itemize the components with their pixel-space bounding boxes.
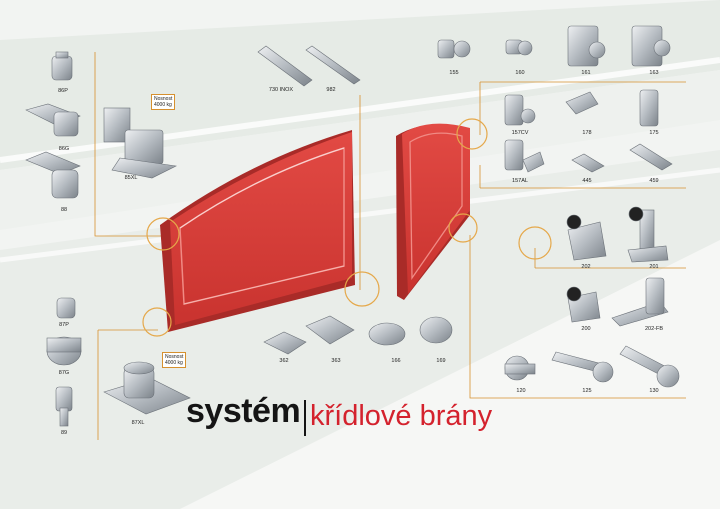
label-85XL: 85XL xyxy=(124,175,138,181)
part-362 xyxy=(263,331,307,355)
part-163 xyxy=(631,25,671,67)
part-155 xyxy=(437,39,471,59)
label-89: 89 xyxy=(60,430,68,436)
part-202-FB xyxy=(611,277,669,327)
label-982: 982 xyxy=(326,87,336,93)
label-201: 201 xyxy=(649,264,659,270)
label-125: 125 xyxy=(582,388,592,394)
part-89 xyxy=(55,386,73,427)
capacity-badge-text: Nosnost 4000 kg xyxy=(154,96,173,108)
part-130 xyxy=(619,345,680,388)
label-86P: 86P xyxy=(58,88,68,94)
label-88: 88 xyxy=(60,207,68,213)
capacity-badge-top: Nosnost 4000 kg xyxy=(151,94,176,110)
part-178 xyxy=(565,91,599,115)
part-86P xyxy=(51,51,73,81)
callout-circles xyxy=(142,118,552,337)
part-459 xyxy=(629,143,673,171)
label-445: 445 xyxy=(582,178,592,184)
capacity-badge-bottom: Nosnost 4000 kg xyxy=(162,352,187,368)
part-157CV xyxy=(504,94,536,126)
label-202-FB: 202-FB xyxy=(644,326,664,332)
capacity-badge-text: Nosnost 4000 kg xyxy=(165,354,184,366)
part-125 xyxy=(551,351,614,383)
label-730-inox: 730 INOX xyxy=(268,87,294,93)
part-87G xyxy=(46,336,82,366)
label-157AL: 157AL xyxy=(512,178,528,184)
label-155: 155 xyxy=(449,70,459,76)
part-169 xyxy=(419,316,453,344)
label-169: 169 xyxy=(436,358,446,364)
label-178: 178 xyxy=(582,130,592,136)
part-85XL xyxy=(103,107,177,179)
gate-left-leaf xyxy=(160,130,355,332)
label-202: 202 xyxy=(581,264,591,270)
part-166 xyxy=(368,322,406,346)
part-200 xyxy=(566,286,601,323)
label-87G: 87G xyxy=(58,370,70,376)
catalog-title: systém křídlové brány xyxy=(186,392,506,442)
label-200: 200 xyxy=(581,326,591,332)
part-86G xyxy=(25,103,81,137)
label-161: 161 xyxy=(581,70,591,76)
part-445 xyxy=(571,153,605,173)
label-87P: 87P xyxy=(59,322,69,328)
part-157AL xyxy=(504,139,545,173)
part-175 xyxy=(639,89,659,127)
label-363: 363 xyxy=(331,358,341,364)
part-87P xyxy=(56,297,76,319)
part-982 xyxy=(305,45,361,85)
hardware-parts xyxy=(25,25,680,427)
part-88 xyxy=(25,151,81,199)
label-166: 166 xyxy=(391,358,401,364)
part-120 xyxy=(504,355,536,381)
part-730-inox xyxy=(257,45,313,87)
part-363 xyxy=(305,315,355,345)
label-86G: 86G xyxy=(58,146,70,152)
label-459: 459 xyxy=(649,178,659,184)
title-word-gates: křídlové brány xyxy=(310,400,493,432)
label-362: 362 xyxy=(279,358,289,364)
label-157CV: 157CV xyxy=(511,130,529,136)
part-161 xyxy=(567,25,606,67)
part-160 xyxy=(505,39,533,56)
part-201 xyxy=(627,206,669,263)
title-word-system: systém xyxy=(186,392,301,430)
title-divider xyxy=(304,400,306,436)
label-163: 163 xyxy=(649,70,659,76)
part-87XL xyxy=(103,361,191,415)
leader-lines xyxy=(94,52,686,440)
label-175: 175 xyxy=(649,130,659,136)
gate-right-leaf xyxy=(396,123,470,300)
part-202 xyxy=(566,214,607,261)
label-87XL: 87XL xyxy=(131,420,145,426)
label-160: 160 xyxy=(515,70,525,76)
label-130: 130 xyxy=(649,388,659,394)
label-120: 120 xyxy=(516,388,526,394)
